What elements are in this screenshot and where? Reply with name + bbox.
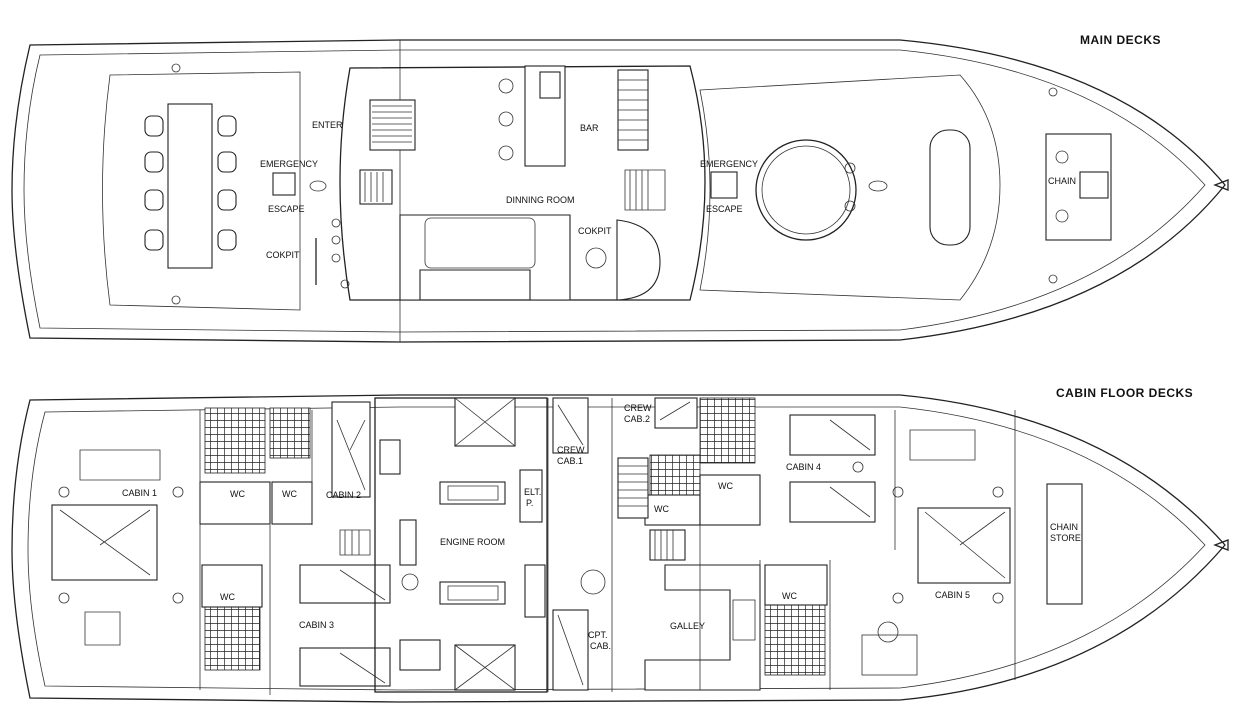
bed-cabin-3b [299,647,391,687]
label-cabin-5: CABIN 5 [935,590,970,600]
cabin-deck [11,394,1229,703]
jacuzzi [755,139,857,241]
label-cpt-cab: CPT. [588,630,608,640]
label-elt-p: P. [526,498,533,508]
label-escape-left: ESCAPE [268,204,305,214]
chain-store [1046,483,1083,605]
label-cabin-4: CABIN 4 [786,462,821,472]
label-crew-cab-1: CAB.1 [557,456,583,466]
label-chain-store: STORE [1050,533,1081,543]
sofa [399,214,571,301]
label-escape-right: ESCAPE [706,204,743,214]
label-wc: WC [230,489,245,499]
engine-2 [439,581,506,605]
label-cabin-1: CABIN 1 [122,488,157,498]
label-crew-cab-2: CAB.2 [624,414,650,424]
dining-table [167,103,213,269]
label-wc: WC [718,481,733,491]
label-wc: WC [782,591,797,601]
bed-cabin-4a [789,414,876,456]
cabin-hull-outline [11,394,1226,703]
label-cokpit-right: COKPIT [578,226,612,236]
label-galley: GALLEY [670,621,705,631]
bathroom-tiles [204,407,266,474]
label-bar: BAR [580,123,599,133]
label-enter: ENTER [312,120,343,130]
label-crew-cab-1: CREW [557,445,585,455]
label-chain: CHAIN [1048,176,1076,186]
label-engine-room: ENGINE ROOM [440,537,505,547]
label-cabin-2: CABIN 2 [326,490,361,500]
bed-cabin-4b [789,481,876,523]
engine-1 [439,481,506,505]
label-chain-store: CHAIN [1050,522,1078,532]
label-cpt-cab: CAB. [590,641,611,651]
main-hull-outline [11,39,1226,343]
escape-hatch-right [710,171,738,199]
chairs [144,115,237,251]
label-cabin-3: CABIN 3 [299,620,334,630]
label-wc: WC [654,504,669,514]
bed-cabin-3a [299,564,391,604]
label-crew-cab-2: CREW [624,403,652,413]
label-wc: WC [220,592,235,602]
main-decks-title: MAIN DECKS [1080,33,1161,47]
bed-cabin-2 [331,401,371,498]
label-cokpit-left: COKPIT [266,250,300,260]
main-deck [11,39,1229,343]
label-wc: WC [282,489,297,499]
bed-cabin-5 [917,507,1011,584]
cabin-decks-title: CABIN FLOOR DECKS [1056,386,1193,400]
label-dining-room: DINNING ROOM [506,195,575,205]
escape-hatch-left [272,172,296,196]
label-elt-p: ELT. [524,487,541,497]
label-emergency-left: EMERGENCY [260,159,318,169]
label-emergency-right: EMERGENCY [700,159,758,169]
